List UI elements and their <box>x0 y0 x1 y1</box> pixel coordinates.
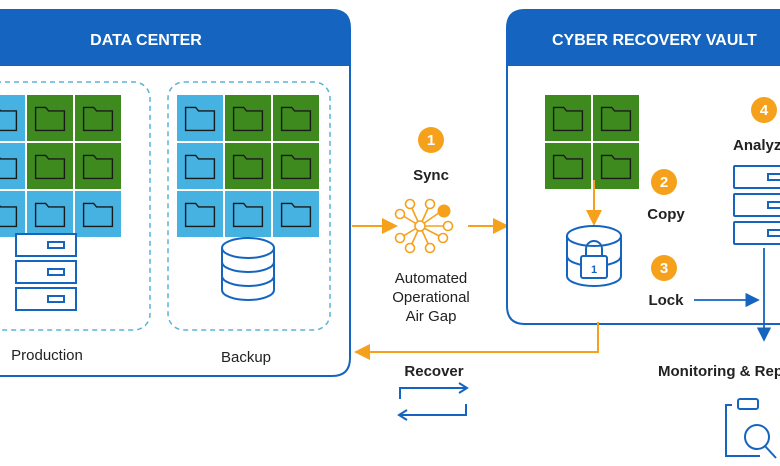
vault-title: CYBER RECOVERY VAULT <box>552 32 757 49</box>
folder-icon <box>175 93 225 143</box>
production-folder-grid <box>0 93 123 239</box>
folder-icon <box>543 141 593 191</box>
server-icon <box>15 233 77 311</box>
air-gap-line-3: Air Gap <box>406 308 457 325</box>
folder-icon <box>25 141 75 191</box>
backup-group: Backup <box>167 81 331 366</box>
database-icon <box>221 237 275 301</box>
folder-icon <box>223 189 273 239</box>
svg-text:1: 1 <box>591 264 597 276</box>
air-gap-network-icon <box>394 198 454 254</box>
folder-icon <box>0 93 27 143</box>
folder-icon <box>591 93 641 143</box>
step-lock: 3 Lock <box>648 255 684 309</box>
folder-icon <box>25 189 75 239</box>
folder-icon <box>175 141 225 191</box>
data-center-title: DATA CENTER <box>90 32 202 49</box>
step-2-label: Copy <box>647 206 685 223</box>
folder-icon <box>223 141 273 191</box>
step-4-label: Analyze <box>733 137 780 154</box>
step-3-label: Lock <box>648 292 684 309</box>
folder-icon <box>223 93 273 143</box>
air-gap-line-2: Operational <box>392 289 470 306</box>
folder-icon <box>271 141 321 191</box>
step-1-number: 1 <box>427 132 435 149</box>
folder-icon <box>25 93 75 143</box>
folder-icon <box>543 93 593 143</box>
recover-label: Recover <box>404 363 463 380</box>
folder-icon <box>175 189 225 239</box>
recover-arrow <box>354 322 599 360</box>
folder-icon <box>271 93 321 143</box>
step-copy: 2 Copy <box>647 169 685 223</box>
folder-icon <box>73 189 123 239</box>
step-4-number: 4 <box>760 102 769 119</box>
backup-label: Backup <box>221 349 271 366</box>
air-gap-line-1: Automated <box>395 270 468 287</box>
monitoring-icon <box>725 398 777 459</box>
backup-folder-grid <box>175 93 321 239</box>
vault-panel: CYBER RECOVERY VAULT <box>506 9 780 325</box>
step-sync: 1 Sync <box>413 127 449 184</box>
folder-icon <box>0 141 27 191</box>
step-3-number: 3 <box>660 260 668 277</box>
monitoring-label: Monitoring & Reporting <box>658 363 780 380</box>
step-analyze: 4 Analyze <box>733 97 780 154</box>
production-group: Production <box>0 81 151 364</box>
production-label: Production <box>11 347 83 364</box>
cycle-icon <box>397 382 469 421</box>
step-2-number: 2 <box>660 174 668 191</box>
folder-icon <box>0 189 27 239</box>
folder-icon <box>591 141 641 191</box>
step-1-label: Sync <box>413 167 449 184</box>
lock-icon: 1 <box>580 240 608 279</box>
vault-folder-grid <box>543 93 641 191</box>
folder-icon <box>271 189 321 239</box>
folder-icon <box>73 141 123 191</box>
folder-icon <box>73 93 123 143</box>
analyze-server-icon <box>733 165 780 245</box>
